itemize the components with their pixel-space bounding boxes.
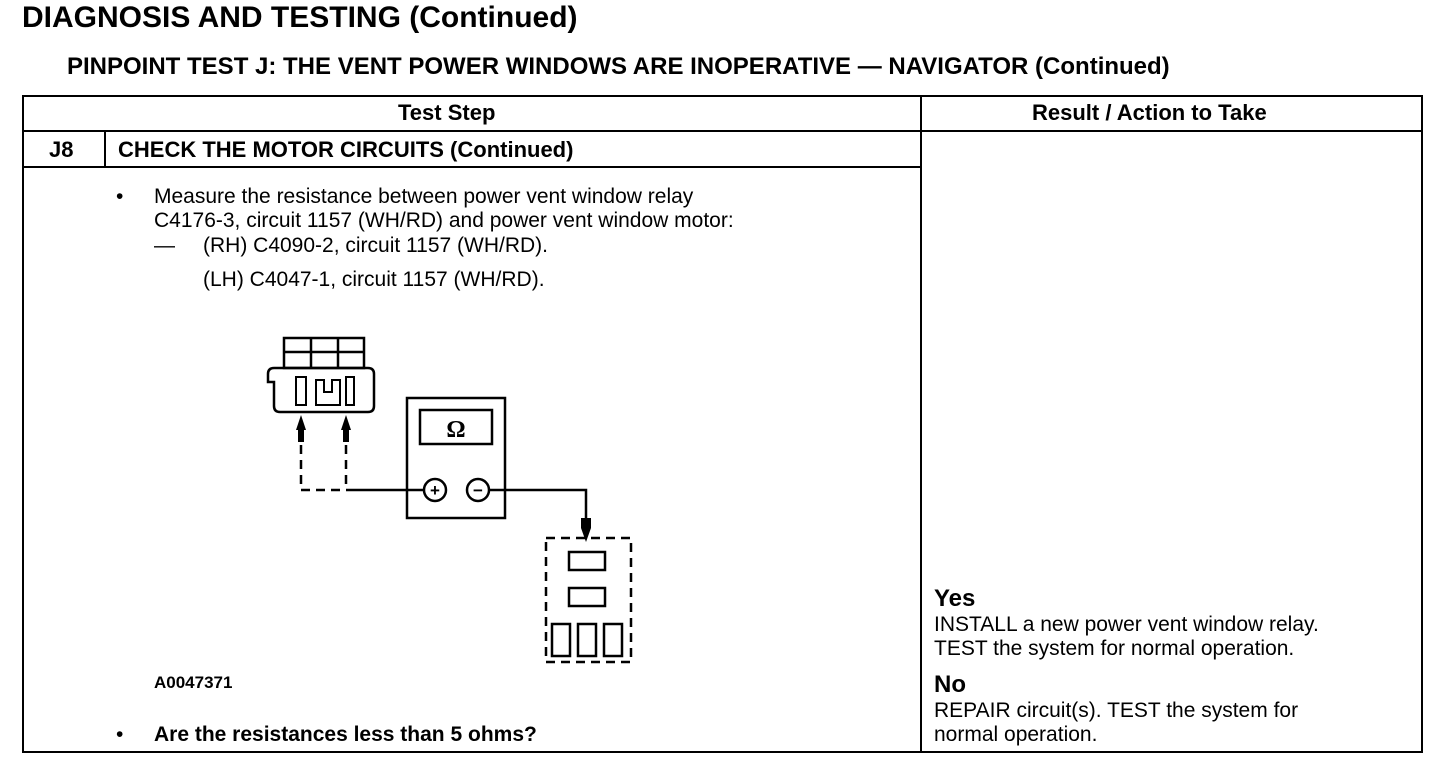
step-title-divider <box>22 166 922 168</box>
instruction-dash: — <box>154 234 175 257</box>
instruction-line-2: C4176-3, circuit 1157 (WH/RD) and power … <box>154 209 734 232</box>
instruction-lh: (LH) C4047-1, circuit 1157 (WH/RD). <box>203 268 545 291</box>
column-header-test-step: Test Step <box>398 100 496 125</box>
yes-action-line-1: INSTALL a new power vent window relay. <box>934 613 1319 636</box>
ohm-symbol: Ω <box>446 417 465 443</box>
yes-action-line-2: TEST the system for normal operation. <box>934 637 1295 660</box>
instruction-line-1: Measure the resistance between power ven… <box>154 185 694 208</box>
plus-terminal-label: + <box>430 481 440 500</box>
instruction-rh: (RH) C4090-2, circuit 1157 (WH/RD). <box>203 234 549 257</box>
yes-label: Yes <box>934 585 976 612</box>
vent-window-relay <box>544 536 633 664</box>
table-header-divider <box>22 130 1423 132</box>
question-text: Are the resistances less than 5 ohms? <box>154 723 537 746</box>
figure-id: A0047371 <box>154 673 233 692</box>
pinpoint-test-subtitle: PINPOINT TEST J: THE VENT POWER WINDOWS … <box>67 53 1170 80</box>
table-right-border <box>1421 95 1423 753</box>
column-header-result: Result / Action to Take <box>1032 100 1267 125</box>
no-action-line-2: normal operation. <box>934 723 1098 746</box>
minus-terminal-label: − <box>473 481 483 500</box>
table-bottom-border <box>22 751 1423 753</box>
table-left-border <box>22 95 24 753</box>
table-column-divider <box>920 95 922 753</box>
step-id-divider <box>104 130 106 167</box>
no-action-line-1: REPAIR circuit(s). TEST the system for <box>934 699 1299 722</box>
resistance-test-diagram: Ω + − <box>266 336 633 664</box>
table-top-border <box>22 95 1423 97</box>
no-label: No <box>934 671 966 698</box>
step-title: CHECK THE MOTOR CIRCUITS (Continued) <box>118 137 574 162</box>
relay-connector <box>266 366 376 414</box>
ohmmeter <box>405 396 507 520</box>
step-id: J8 <box>49 137 74 162</box>
page-title: DIAGNOSIS AND TESTING (Continued) <box>22 1 578 34</box>
instruction-bullet: • <box>116 185 124 208</box>
question-bullet: • <box>116 723 124 746</box>
